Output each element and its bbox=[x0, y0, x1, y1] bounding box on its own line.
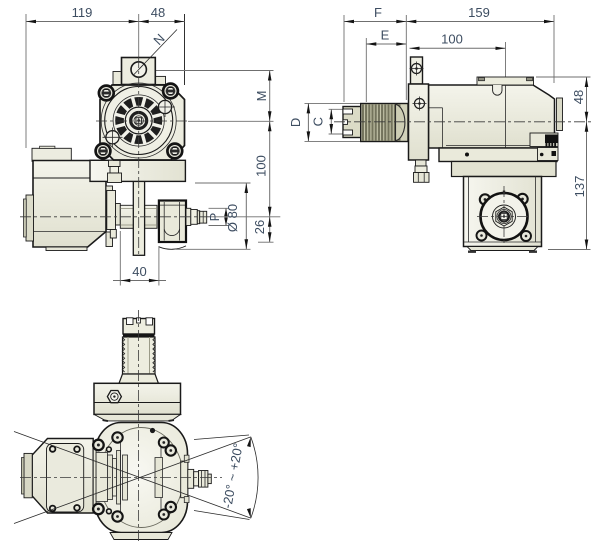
svg-text:119: 119 bbox=[72, 5, 93, 20]
svg-text:E: E bbox=[381, 28, 390, 43]
svg-text:Ø 80: Ø 80 bbox=[225, 204, 240, 232]
svg-text:P: P bbox=[207, 213, 222, 222]
svg-text:M: M bbox=[254, 91, 269, 102]
svg-text:100: 100 bbox=[254, 155, 269, 177]
svg-text:D: D bbox=[288, 118, 303, 127]
svg-text:159: 159 bbox=[468, 5, 490, 20]
svg-text:C: C bbox=[311, 117, 326, 126]
svg-text:40: 40 bbox=[132, 264, 146, 279]
svg-text:137: 137 bbox=[572, 176, 587, 198]
svg-text:100: 100 bbox=[441, 32, 463, 47]
svg-text:48: 48 bbox=[571, 90, 586, 104]
svg-text:F: F bbox=[374, 5, 382, 20]
svg-text:26: 26 bbox=[252, 220, 267, 234]
svg-text:48: 48 bbox=[151, 5, 165, 20]
